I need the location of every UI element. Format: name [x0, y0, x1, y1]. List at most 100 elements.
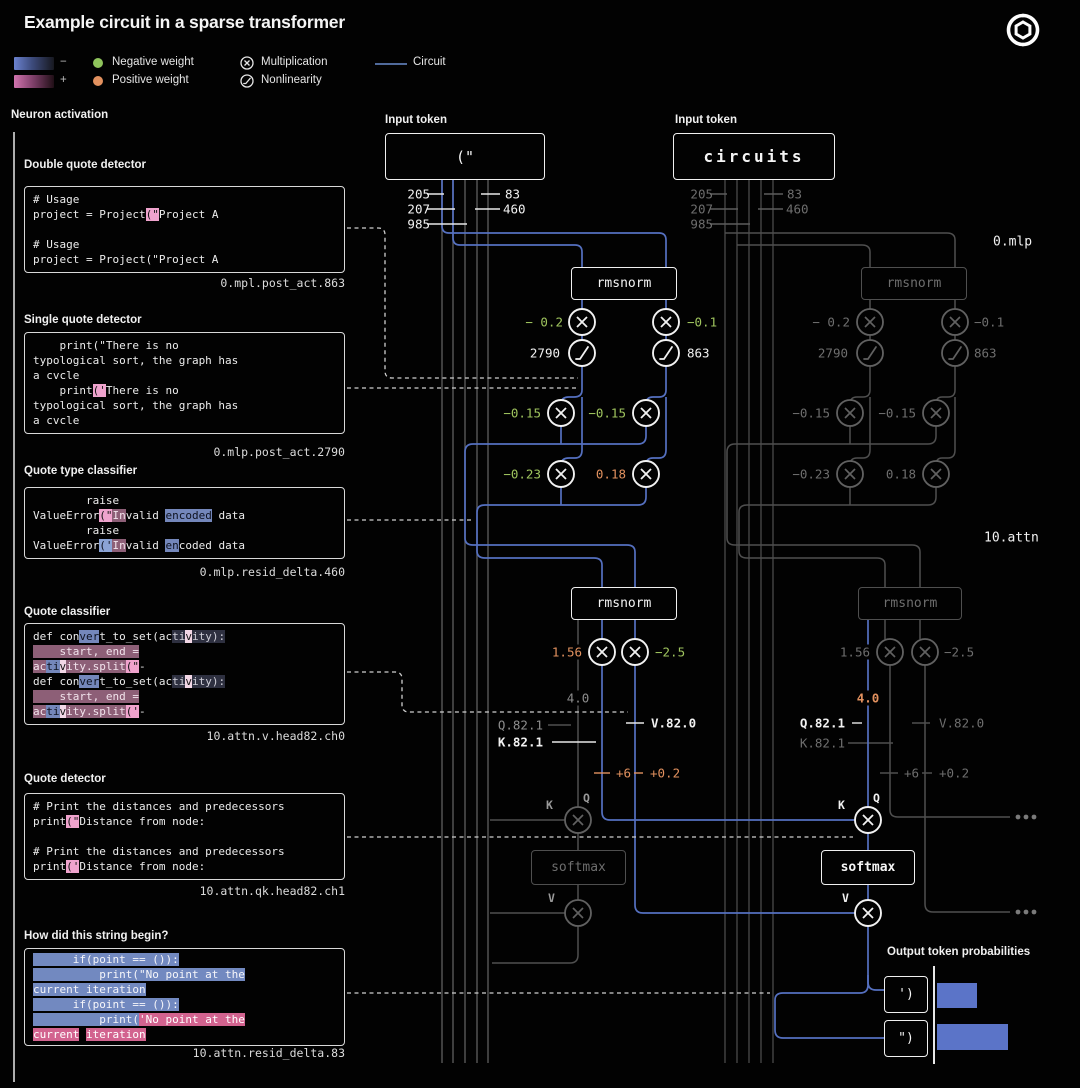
center-Q-letter: Q: [583, 791, 590, 805]
right-attn-scale: 4.0: [853, 690, 883, 706]
bright-multiplication-nodes: [547, 308, 882, 927]
negative-activation-swatch: [14, 57, 54, 70]
right-tick-207: 207: [690, 201, 713, 217]
bright-nonlinearity-nodes: [568, 339, 680, 367]
center-tick-207: 207: [407, 201, 430, 217]
multiplication-icon: [240, 56, 254, 70]
right-softmax-box: softmax: [821, 850, 915, 885]
legend-activation-swatches: [14, 57, 54, 88]
right-input-token-label: Input token: [675, 114, 737, 126]
activation-panel-3: def convert_to_set(activity): start, end…: [24, 623, 345, 725]
center-tick-205: 205: [407, 186, 430, 202]
panel-label-5: How did this string begin?: [24, 930, 169, 942]
output-token-box-0: '): [884, 976, 928, 1013]
center-softmax-box: softmax: [531, 850, 626, 885]
right-mlp-weight-2: −0.1: [971, 314, 1008, 330]
right-row2-weight-2: −0.15: [875, 405, 919, 421]
right-tick-marks: [710, 193, 783, 225]
center-v-label: V.82.0: [648, 715, 700, 731]
panel-label-0: Double quote detector: [24, 159, 147, 171]
right-tick-205: 205: [690, 186, 713, 202]
right-row3-weight-2: 0.18: [882, 466, 919, 482]
openai-logo-icon: [1006, 13, 1040, 47]
center-k-label: K.82.1: [494, 734, 546, 750]
positive-weight-dot-icon: [93, 76, 103, 86]
right-tick-985: 985: [690, 216, 713, 232]
right-v-label: V.82.0: [936, 715, 988, 731]
right-row3-weight-1: −0.23: [789, 466, 833, 482]
center-row3-weight-2: 0.18: [592, 466, 629, 482]
dim-multiplication-nodes: [564, 308, 969, 927]
panel-code-3: def convert_to_set(activity): start, end…: [33, 630, 226, 718]
legend-positive-weight: Positive weight: [112, 74, 189, 86]
pos-swatch-sign: +: [60, 74, 67, 86]
right-k-label: K.82.1: [796, 735, 848, 751]
center-k-bias: +6: [613, 765, 635, 781]
panel-caption-1: 0.mlp.post_act.2790: [213, 445, 345, 459]
output-token-box-1: "): [884, 1020, 928, 1057]
right-q-label: Q.82.1: [796, 715, 848, 731]
right-residual-lines: [724, 180, 774, 1063]
legend-negative-weight: Negative weight: [112, 56, 194, 68]
center-neuron-2790: 2790: [526, 345, 563, 361]
panel-label-3: Quote classifier: [24, 606, 111, 618]
layer-label-attn: 10.attn: [981, 530, 1042, 546]
panel-caption-0: 0.mpl.post_act.863: [220, 276, 345, 290]
panel-caption-2: 0.mlp.resid_delta.460: [199, 565, 345, 579]
center-rmsnorm-box-attn: rmsnorm: [571, 587, 677, 620]
center-tick-marks: [427, 193, 862, 743]
right-V-letter: V: [842, 891, 849, 905]
center-rmsnorm-box-mlp: rmsnorm: [571, 267, 677, 300]
legend-nonlinearity: Nonlinearity: [261, 74, 322, 86]
right-tick-460: 460: [786, 201, 809, 217]
output-probability-bar-1: [937, 1024, 1008, 1050]
output-probabilities-title: Output token probabilities: [887, 946, 1031, 958]
right-rmsnorm-box-mlp: rmsnorm: [861, 267, 967, 300]
panel-caption-4: 10.attn.qk.head82.ch1: [199, 884, 345, 898]
neuron-activation-label: Neuron activation: [11, 109, 109, 121]
neg-swatch-sign: −: [60, 56, 67, 68]
center-row3-weight-1: −0.23: [500, 466, 544, 482]
panel-label-1: Single quote detector: [24, 314, 142, 326]
center-attn-weight-2: −2.5: [652, 644, 689, 660]
panel-label-2: Quote type classifier: [24, 465, 138, 477]
dim-nonlinearity-nodes: [856, 339, 969, 367]
center-neuron-863: 863: [684, 345, 713, 361]
legend-multiplication: Multiplication: [261, 56, 328, 68]
center-K-letter: K: [546, 798, 553, 812]
continuation-dots: [1015, 814, 1037, 915]
right-mlp-weight-1: − 0.2: [809, 314, 853, 330]
legend-circuit: Circuit: [413, 56, 446, 68]
positive-activation-swatch: [14, 75, 54, 88]
output-probability-bar-0: [937, 983, 977, 1008]
panel-caption-5: 10.attn.resid_delta.83: [192, 1046, 345, 1060]
center-V-letter: V: [548, 891, 555, 905]
right-k-bias: +6: [901, 765, 923, 781]
center-residual-lines: [441, 180, 489, 1063]
center-v-bias: +0.2: [647, 765, 684, 781]
panel-label-4: Quote detector: [24, 773, 106, 785]
right-neuron-2790: 2790: [814, 345, 851, 361]
center-tick-83: 83: [505, 186, 521, 202]
center-mlp-weight-2: −0.1: [684, 314, 721, 330]
right-v-bias: +0.2: [936, 765, 973, 781]
right-attn-weight-1: 1.56: [836, 644, 873, 660]
nonlinearity-icon: [240, 74, 254, 88]
center-mlp-weight-1: − 0.2: [522, 314, 566, 330]
right-tick-83: 83: [787, 186, 803, 202]
right-Q-letter: Q: [873, 791, 880, 805]
circuit-line-icon: [375, 63, 407, 65]
right-input-token-box: circuits: [673, 133, 835, 180]
center-row2-weight-1: −0.15: [500, 405, 544, 421]
right-attn-weight-2: −2.5: [941, 644, 978, 660]
layer-label-mlp: 0.mlp: [990, 234, 1036, 250]
